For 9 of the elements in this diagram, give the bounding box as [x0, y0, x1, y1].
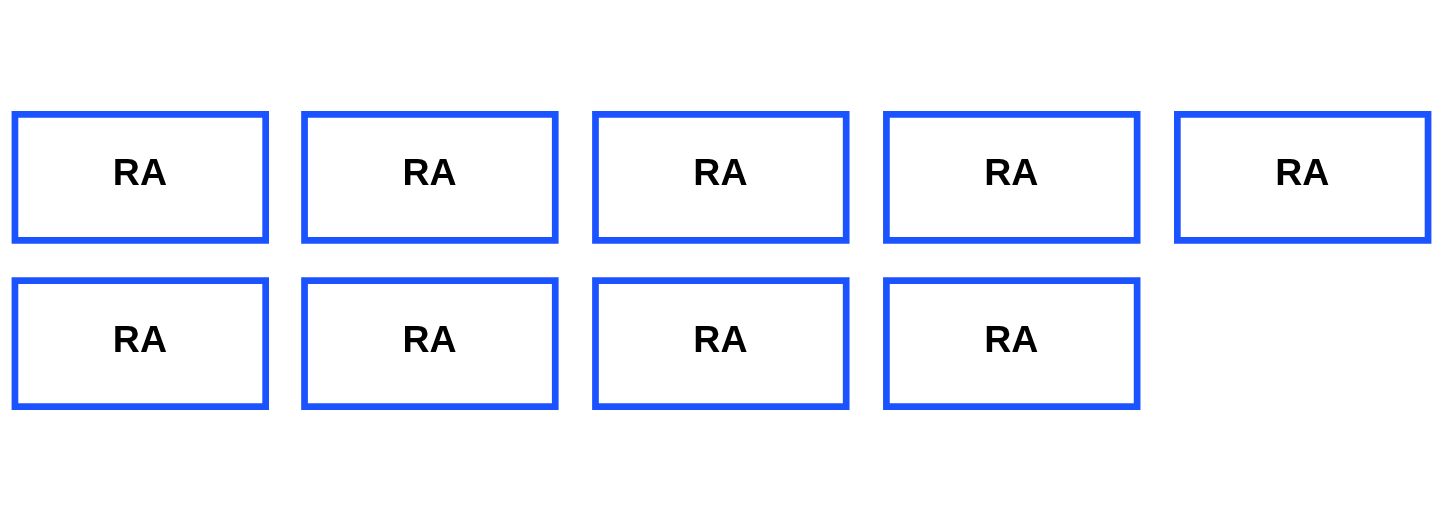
- node-box: RA: [1174, 111, 1432, 244]
- node-box: RA: [301, 277, 559, 410]
- node-box: RA: [11, 111, 269, 244]
- node-box: RA: [592, 111, 850, 244]
- node-box: RA: [883, 111, 1141, 244]
- node-box: RA: [592, 277, 850, 410]
- node-box: RA: [301, 111, 559, 244]
- node-box: RA: [11, 277, 269, 410]
- node-box: RA: [883, 277, 1141, 410]
